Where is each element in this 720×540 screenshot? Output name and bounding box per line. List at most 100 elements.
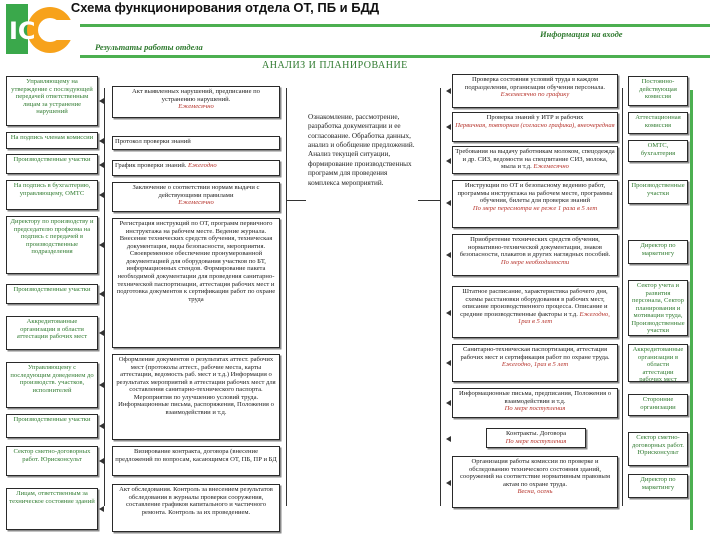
arrow-left-9: [99, 423, 104, 429]
connector-center-trunk: [440, 88, 441, 506]
right-box-4-text: Инструкции по ОТ и безопасному ведению р…: [457, 182, 613, 205]
far-box-6: Сектор учета и развития персонала, Секто…: [628, 280, 688, 336]
arrow-left-8: [99, 382, 104, 388]
arrow-left-11: [99, 506, 104, 512]
mid-box-6: Оформление документов о результатах атте…: [112, 354, 280, 440]
right-box-2-period: Первичная, повторная (согласно графика),…: [455, 121, 615, 129]
far-box-3: ОМТС, бухгалтерия: [628, 140, 688, 162]
logo-text: IC: [9, 17, 36, 45]
right-box-10: Организация работы комиссии по проверке …: [452, 456, 618, 508]
right-box-8-period: По мере поступления: [504, 405, 566, 413]
right-box-1-period: Ежемесячно по графику: [500, 91, 570, 99]
mid-box-4-period: Ежемесячно: [178, 199, 214, 207]
arrow-right-1: [446, 88, 451, 94]
right-box-9-period: По мере поступления: [505, 437, 567, 445]
right-box-3-text: Требования на выдачу работникам молоком,…: [455, 148, 615, 171]
mid-box-2-text: Протокол проверки знаний: [115, 138, 191, 145]
arrow-right-10: [446, 480, 451, 486]
arrow-left-10: [99, 458, 104, 464]
mid-box-1: Акт выявленных нарушений, предписание по…: [112, 86, 280, 118]
right-box-6: Штатное расписание, характеристика рабоч…: [452, 286, 618, 338]
arrow-right-6: [446, 310, 451, 316]
left-box-3: Производственные участки: [6, 154, 98, 174]
arrow-right-8: [446, 400, 451, 406]
far-box-8: Сторонние организации: [628, 394, 688, 416]
mid-box-4-text: Заключение о соответствии нормам выдачи …: [132, 184, 260, 199]
right-box-8-text: Информационные письма, предписания, Поло…: [458, 390, 612, 405]
left-box-1: Управляющему на утверждение с последующе…: [6, 76, 98, 126]
arrow-right-2: [446, 124, 451, 130]
mid-box-1-period: Ежемесячно: [178, 103, 214, 111]
left-box-8: Управляющему с последующим доведением до…: [6, 362, 98, 408]
mid-box-7-text: Визирование контракта, договора (внесени…: [115, 448, 277, 463]
input-label: Информация на входе: [540, 29, 623, 39]
arrow-left-5: [99, 242, 104, 248]
left-box-6: Производственные участки: [6, 284, 98, 304]
mid-box-3-period: Ежегодно: [188, 162, 217, 169]
right-box-1-text: Проверка состояния условий труда в каждо…: [464, 76, 606, 91]
right-box-9-text: Контракты. Договора: [505, 430, 567, 437]
right-box-10-period: Весна, осень: [517, 488, 553, 496]
far-box-2: Аттестационная комиссия: [628, 112, 688, 134]
far-box-5: Директор по маркетингу: [628, 240, 688, 264]
center-analysis-text: Ознакомление, рассмотрение, разработка д…: [308, 113, 415, 187]
analysis-label: АНАЛИЗ И ПЛАНИРОВАНИЕ: [262, 60, 408, 71]
far-box-10: Директор по маркетингу: [628, 474, 688, 498]
mid-box-4: Заключение о соответствии нормам выдачи …: [112, 182, 280, 212]
far-box-9: Сектор сметно-договорных работ. Юрисконс…: [628, 432, 688, 466]
connector-center-link: [286, 200, 306, 201]
arrow-right-5: [446, 252, 451, 258]
connector-right-trunk: [286, 88, 287, 506]
connector-far-trunk: [622, 88, 623, 506]
right-box-5: Приобретение технических средств обучени…: [452, 234, 618, 276]
header-bar-top: [80, 24, 710, 27]
mid-box-7: Визирование контракта, договора (внесени…: [112, 446, 280, 476]
right-box-6-period: Ежегодно, 1раз в 5 лет: [517, 310, 610, 326]
right-box-5-text: Приобретение технических средств обучени…: [459, 236, 611, 259]
right-box-3: Требования на выдачу работникам молоком,…: [452, 146, 618, 174]
connector-left-trunk: [104, 88, 105, 506]
right-box-8: Информационные письма, предписания, Поло…: [452, 388, 618, 418]
far-box-4: Производственные участки: [628, 180, 688, 204]
right-box-6-text: Штатное расписание, характеристика рабоч…: [460, 288, 608, 318]
right-box-7-text: Санитарно-техническая паспортизация, атт…: [460, 346, 610, 361]
mid-box-2: Протокол проверки знаний: [112, 136, 280, 150]
results-label: Результаты работы отдела: [95, 42, 203, 52]
arrow-left-6: [99, 291, 104, 297]
left-box-11: Лицам, ответственным за техническое сост…: [6, 488, 98, 530]
left-box-4: На подпись в бухгалтерию, управляющему, …: [6, 180, 98, 210]
right-box-7-period: Ежегодно, 1раз в 5 лет: [501, 361, 569, 369]
mid-box-3: График проверки знаний. Ежегодно: [112, 160, 280, 176]
arrow-left-7: [99, 330, 104, 336]
right-box-5-period: По мере необходимости: [500, 258, 570, 266]
arrow-left-2: [99, 138, 104, 144]
mid-box-3-text: График проверки знаний.: [115, 162, 187, 169]
left-box-9: Производственные участки: [6, 414, 98, 438]
right-box-4-period: По мере пересмотра не реже 1 раза в 5 ле…: [472, 204, 598, 212]
left-box-2: На подпись членам комиссии: [6, 132, 98, 149]
mid-box-8-text: Акт обследования. Контроль за внесением …: [119, 486, 273, 516]
mid-box-5-text: Регистрация инструкций по ОТ, программ п…: [116, 220, 276, 303]
company-logo: IC: [6, 4, 76, 58]
left-box-10: Сектор сметно-договорных работ. Юрисконс…: [6, 446, 98, 476]
center-analysis-box: Ознакомление, рассмотрение, разработка д…: [306, 112, 418, 232]
left-box-7: Аккредитованные организации в области ат…: [6, 316, 98, 350]
right-box-1: Проверка состояния условий труда в каждо…: [452, 74, 618, 108]
mid-box-1-text: Акт выявленных нарушений, предписание по…: [132, 88, 260, 103]
logo-graphic: IC: [6, 4, 76, 54]
arrow-left-1: [99, 98, 104, 104]
arrow-left-4: [99, 192, 104, 198]
right-box-3-period: Ежемесячно: [533, 163, 569, 171]
arrow-right-4: [446, 200, 451, 206]
far-box-1: Постоянно-действующая комиссия: [628, 76, 688, 106]
right-box-4: Инструкции по ОТ и безопасному ведению р…: [452, 180, 618, 228]
arrow-left-3: [99, 162, 104, 168]
mid-box-8: Акт обследования. Контроль за внесением …: [112, 484, 280, 532]
right-box-10-text: Организация работы комиссии по проверке …: [459, 458, 611, 488]
far-box-7: Аккредитованные организации в области ат…: [628, 344, 688, 382]
arrow-right-7: [446, 360, 451, 366]
page-title: Схема функционирования отдела ОТ, ПБ и Б…: [70, 0, 380, 15]
mid-box-6-text: Оформление документов о результатах атте…: [116, 356, 276, 417]
